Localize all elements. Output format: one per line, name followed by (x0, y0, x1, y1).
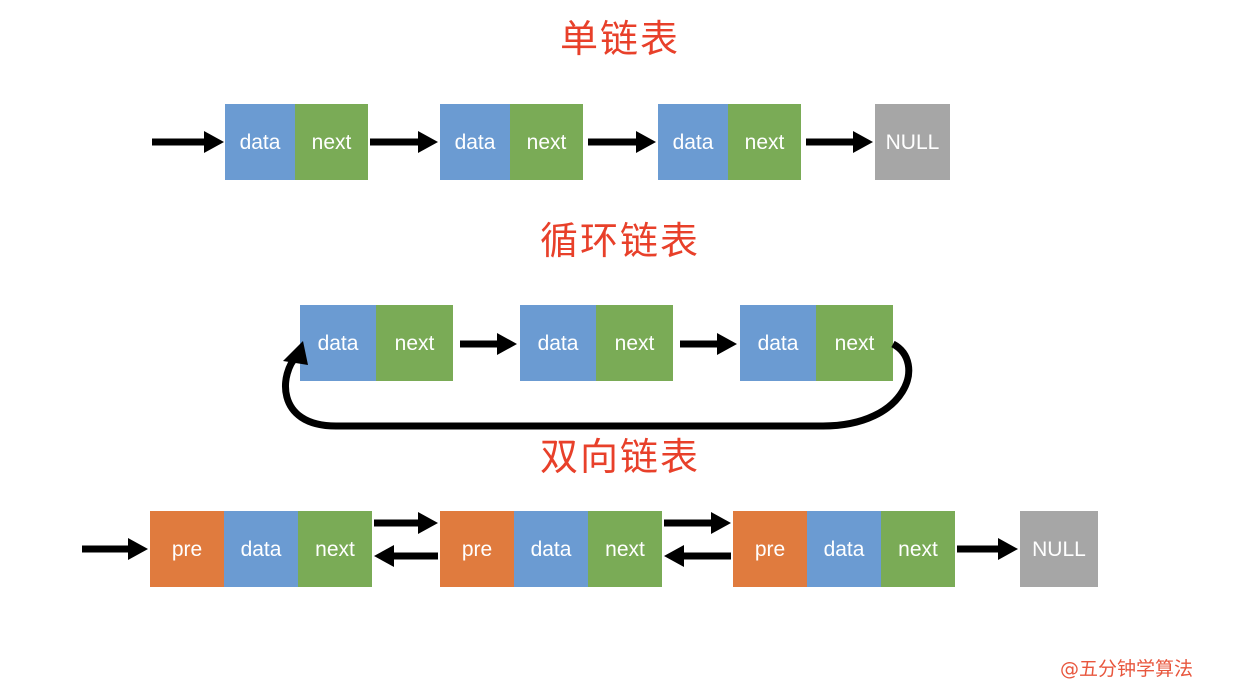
section-title-doubly-linked-list: 双向链表 (539, 435, 700, 479)
singly-linked-list-null-arrow (806, 131, 873, 153)
doubly-linked-list-node-3-cell-next: next (881, 511, 955, 587)
watermark: @五分钟学算法 (1060, 658, 1194, 680)
singly-linked-list-link-arrow-1 (370, 131, 438, 153)
doubly-linked-list-null-arrow (957, 538, 1018, 560)
singly-linked-list-null-box: NULL (875, 104, 950, 180)
singly-linked-list-node-3-cell-next: next (728, 104, 801, 180)
doubly-linked-list-backward-arrow-2 (664, 545, 731, 567)
circular-linked-list-node-1-cell-next: next (376, 305, 453, 381)
doubly-linked-list-node-1-cell-next: next (298, 511, 372, 587)
doubly-linked-list-node-1-cell-data: data (224, 511, 298, 587)
singly-linked-list-node-3-cell-data: data (658, 104, 728, 180)
doubly-linked-list-null-box: NULL (1020, 511, 1098, 587)
circular-linked-list-node-1-cell-data: data (300, 305, 376, 381)
doubly-linked-list-node-3-cell-data: data (807, 511, 881, 587)
section-title-singly-linked-list: 单链表 (559, 17, 680, 61)
doubly-linked-list-node-3-cell-pre: pre (733, 511, 807, 587)
singly-linked-list-node-2-cell-next: next (510, 104, 583, 180)
doubly-linked-list-forward-arrow-1 (374, 512, 438, 534)
doubly-linked-list-node-2-cell-next: next (588, 511, 662, 587)
singly-linked-list-node-1-cell-next: next (295, 104, 368, 180)
section-title-circular-linked-list: 循环链表 (539, 219, 700, 263)
circular-linked-list-node-2-cell-data: data (520, 305, 596, 381)
singly-linked-list-head-arrow (152, 131, 224, 153)
singly-linked-list-node-1-cell-data: data (225, 104, 295, 180)
doubly-linked-list-node-2-cell-data: data (514, 511, 588, 587)
singly-linked-list-link-arrow-2 (588, 131, 656, 153)
doubly-linked-list-forward-arrow-2 (664, 512, 731, 534)
doubly-linked-list-node-1-cell-pre: pre (150, 511, 224, 587)
circular-linked-list-node-3-cell-next: next (816, 305, 893, 381)
circular-linked-list-node-3-cell-data: data (740, 305, 816, 381)
doubly-linked-list-node-2-cell-pre: pre (440, 511, 514, 587)
singly-linked-list-node-2-cell-data: data (440, 104, 510, 180)
circular-linked-list-link-arrow-1 (460, 333, 517, 355)
doubly-linked-list-head-arrow (82, 538, 148, 560)
circular-linked-list-link-arrow-2 (680, 333, 737, 355)
circular-linked-list-node-2-cell-next: next (596, 305, 673, 381)
doubly-linked-list-backward-arrow-1 (374, 545, 438, 567)
